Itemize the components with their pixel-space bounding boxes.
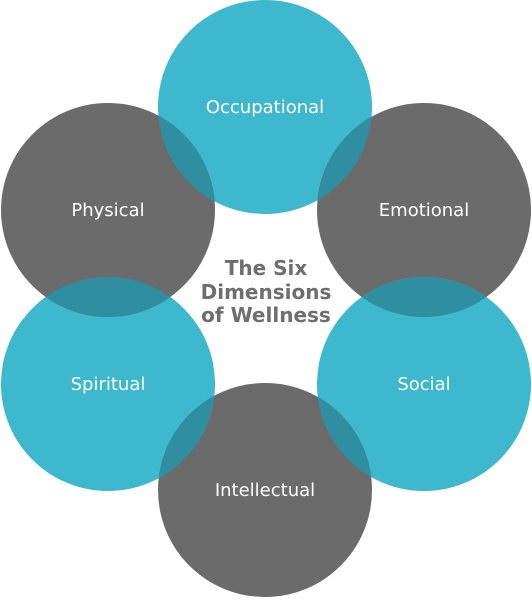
- label-social: Social: [397, 374, 450, 395]
- center-title-line-3: of Wellness: [201, 303, 331, 327]
- label-emotional: Emotional: [379, 200, 469, 221]
- center-title: The Six Dimensions of Wellness: [201, 256, 332, 327]
- circle-spiritual: [1, 277, 215, 491]
- label-spiritual: Spiritual: [71, 374, 146, 395]
- circle-intellectual: [158, 383, 372, 597]
- circle-occupational: [158, 0, 372, 214]
- label-occupational: Occupational: [206, 97, 324, 118]
- label-intellectual: Intellectual: [215, 480, 315, 501]
- circle-emotional: [317, 103, 531, 317]
- center-title-line-1: The Six: [225, 256, 308, 280]
- circle-social: [317, 277, 531, 491]
- circle-physical: [1, 103, 215, 317]
- label-physical: Physical: [71, 200, 144, 221]
- center-title-line-2: Dimensions: [201, 280, 332, 304]
